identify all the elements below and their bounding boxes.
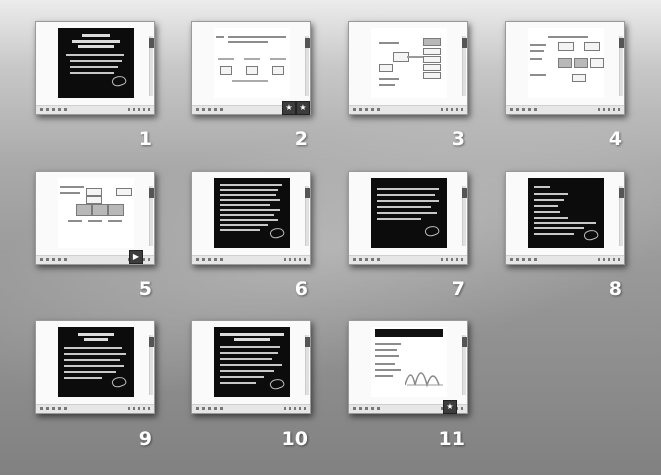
scrollbar: [619, 36, 624, 96]
scrollbar: [462, 186, 467, 246]
slide-number: 3: [451, 128, 465, 150]
scrollbar: [305, 335, 310, 395]
scrollbar: [149, 186, 154, 246]
scrollbar: [149, 335, 154, 395]
slide-thumbnail-7[interactable]: [348, 171, 468, 265]
slide-content: [214, 28, 290, 98]
scrollbar: [305, 186, 310, 246]
slide-number: 1: [138, 128, 152, 150]
chart-graphic: [405, 372, 443, 387]
play-icon[interactable]: ▶: [129, 250, 143, 264]
mascot-icon: [110, 374, 128, 390]
slide-content: [214, 327, 290, 397]
slide-thumbnail-3[interactable]: [348, 21, 468, 115]
scrollbar: [462, 335, 467, 395]
slide-content: [371, 327, 447, 397]
slide-number: 10: [281, 428, 308, 450]
slide-content: [58, 178, 134, 248]
slide-thumbnail-5[interactable]: [35, 171, 155, 265]
slide-thumbnail-9[interactable]: [35, 320, 155, 414]
slide-number: 7: [451, 278, 465, 300]
mascot-icon: [582, 227, 600, 243]
slide-number: 4: [608, 128, 622, 150]
slide-number: 8: [608, 278, 622, 300]
taskbar: [192, 255, 310, 264]
taskbar: [192, 404, 310, 413]
slide-thumbnail-10[interactable]: [191, 320, 311, 414]
scrollbar: [619, 186, 624, 246]
slide-content: [371, 178, 447, 248]
slide-thumbnail-2[interactable]: [191, 21, 311, 115]
slide-number: 9: [138, 428, 152, 450]
mascot-icon: [268, 376, 286, 392]
scrollbar: [462, 36, 467, 96]
slide-content: [528, 28, 604, 98]
slide-number: 5: [138, 278, 152, 300]
slide-number: 11: [438, 428, 465, 450]
taskbar: [506, 105, 624, 114]
scrollbar: [305, 36, 310, 96]
slide-content: [214, 178, 290, 248]
taskbar: [349, 105, 467, 114]
slide-thumbnail-8[interactable]: [505, 171, 625, 265]
slide-thumbnail-1[interactable]: [35, 21, 155, 115]
slide-number: 6: [294, 278, 308, 300]
mascot-icon: [268, 225, 286, 241]
slide-content: [371, 28, 447, 98]
taskbar: [36, 105, 154, 114]
mascot-icon: [110, 73, 128, 89]
slide-content: [58, 327, 134, 397]
slide-content: [58, 28, 134, 98]
taskbar: [506, 255, 624, 264]
mascot-icon: [423, 223, 441, 239]
animation-icon[interactable]: ★: [443, 400, 457, 414]
slide-number: 2: [294, 128, 308, 150]
animation-icon[interactable]: ★: [282, 101, 296, 115]
scrollbar: [149, 36, 154, 96]
slide-content: [528, 178, 604, 248]
slide-thumbnail-4[interactable]: [505, 21, 625, 115]
transition-icon[interactable]: ★: [296, 101, 310, 115]
taskbar: [349, 255, 467, 264]
slide-thumbnail-11[interactable]: [348, 320, 468, 414]
taskbar: [36, 404, 154, 413]
slide-thumbnail-6[interactable]: [191, 171, 311, 265]
